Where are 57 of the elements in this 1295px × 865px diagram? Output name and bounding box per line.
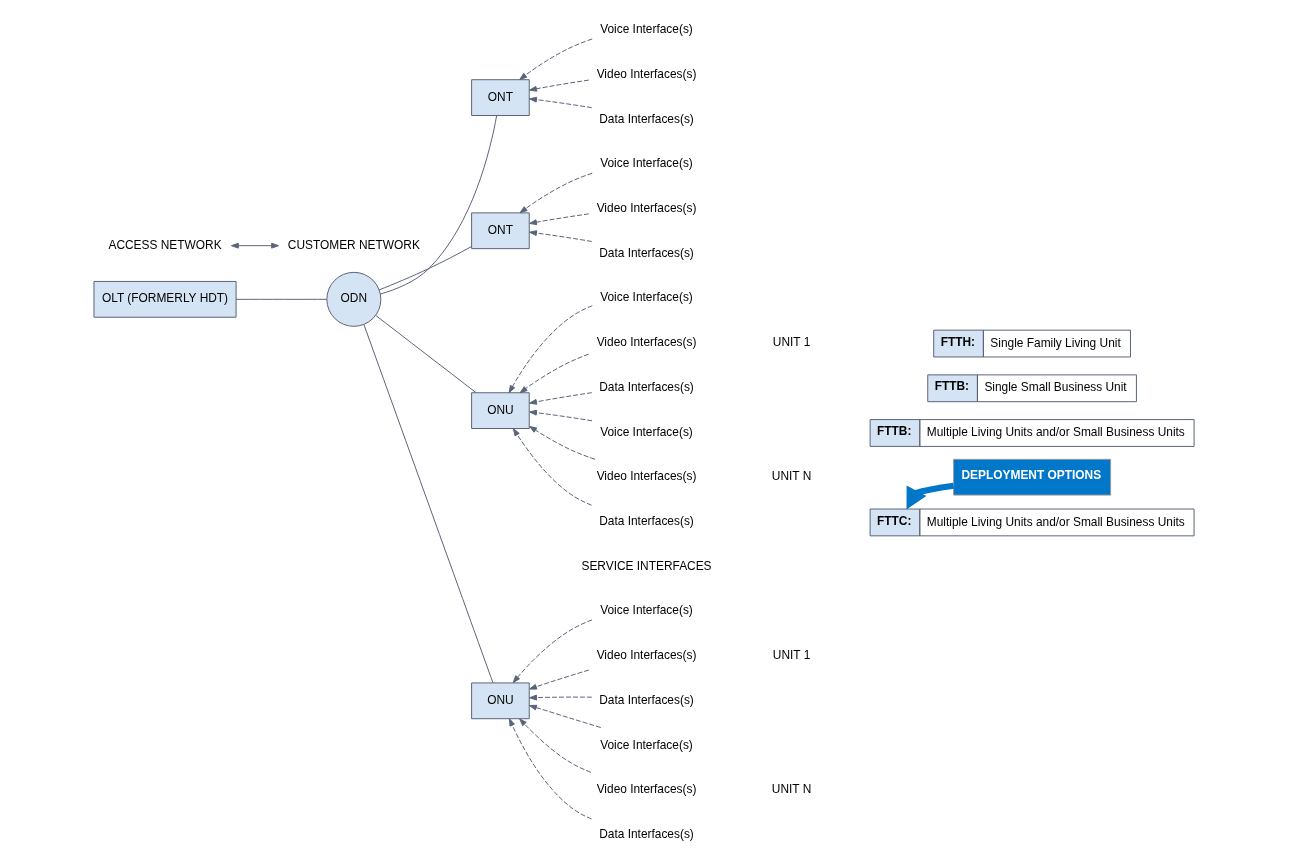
arrow (528, 704, 601, 729)
connector (374, 314, 476, 393)
node-box: ONU (470, 682, 530, 720)
label: UNIT N (771, 469, 811, 484)
node-box: ONU (470, 392, 530, 429)
node-circle: ODN (325, 271, 381, 327)
label: UNIT N (771, 782, 811, 797)
arrow (528, 230, 592, 242)
arrow (512, 619, 593, 684)
node-box: DEPLOYMENT OPTIONS (952, 458, 1111, 496)
node-text: ACCESS NETWORK (107, 237, 222, 252)
node-text: Voice Interface(s) (599, 737, 693, 752)
arrow (518, 718, 591, 773)
node-text: Data Interfaces(s) (598, 514, 694, 529)
node-text: Data Interfaces(s) (598, 379, 694, 394)
node-text: Video Interfaces(s) (596, 66, 696, 81)
label: UNIT 1 (772, 335, 810, 350)
arrow (528, 213, 589, 226)
connector (235, 298, 327, 300)
node-text: Video Interfaces(s) (596, 335, 696, 350)
connector (379, 115, 497, 295)
node-text: Video Interfaces(s) (596, 469, 696, 484)
node-text: Data Interfaces(s) (598, 245, 694, 260)
node-text: Voice Interface(s) (599, 22, 693, 37)
arrow (528, 425, 595, 460)
node-text: Data Interfaces(s) (598, 111, 694, 126)
node-text: Voice Interface(s) (599, 290, 693, 305)
node-text: Voice Interface(s) (599, 424, 693, 439)
arrow (528, 409, 593, 422)
node-text: Voice Interface(s) (599, 156, 693, 171)
arrow (508, 305, 593, 394)
arrow (512, 428, 592, 506)
arrow (518, 38, 593, 80)
arrow (528, 96, 592, 109)
node-box: OLT (FORMERLY HDT) (93, 280, 237, 318)
arrow (230, 242, 279, 249)
arrow (528, 694, 592, 701)
arrow (519, 353, 589, 394)
connector (362, 323, 493, 684)
arrow (528, 79, 589, 92)
arrow (528, 669, 589, 690)
arrow (906, 482, 954, 510)
node-box: ONT (470, 212, 530, 250)
node-text: Data Interfaces(s) (598, 692, 694, 707)
node-text: Video Interfaces(s) (596, 782, 696, 797)
node-text: Data Interfaces(s) (598, 827, 694, 842)
node-box: ONT (470, 79, 530, 116)
node-text: Voice Interface(s) (599, 603, 693, 618)
node-text: Video Interfaces(s) (596, 648, 696, 663)
node-text: CUSTOMER NETWORK (287, 237, 420, 252)
arrow (528, 392, 592, 405)
arrow (519, 172, 593, 214)
connector (378, 245, 472, 291)
arrow (508, 718, 592, 820)
label: UNIT 1 (772, 648, 810, 663)
label: SERVICE INTERFACES (580, 558, 712, 573)
node-text: Video Interfaces(s) (596, 200, 696, 215)
